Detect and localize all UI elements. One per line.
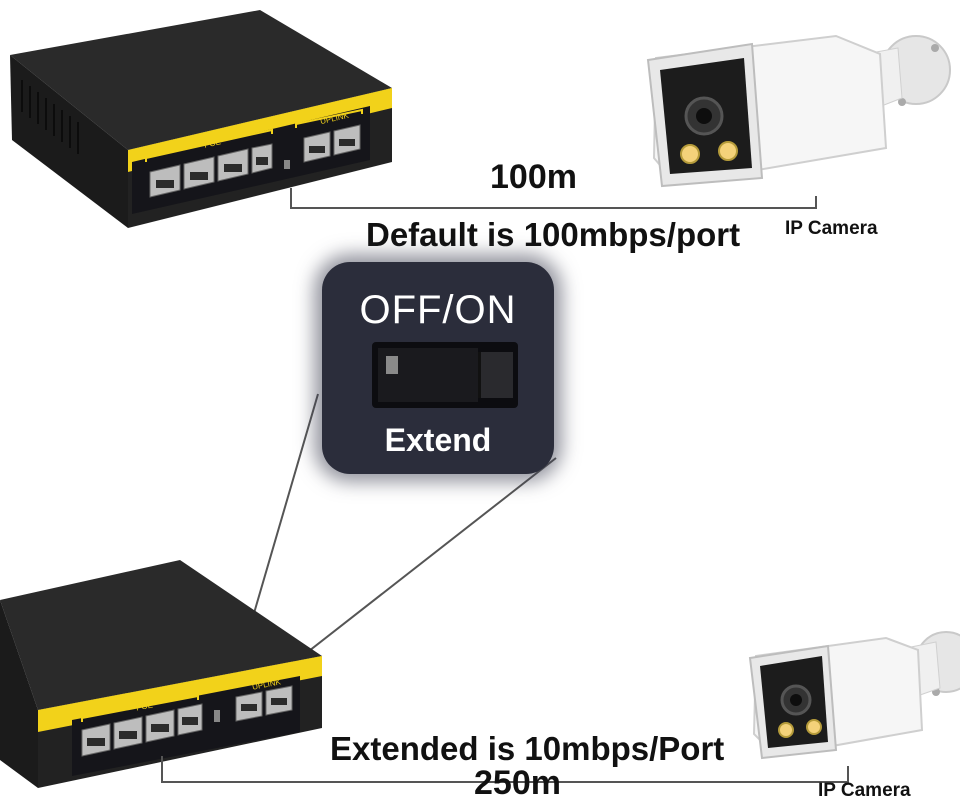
speed-label-top: Default is 100mbps/port [366,216,741,253]
ip-camera-bottom [748,631,960,760]
cable-line-bottom [161,756,849,783]
distance-label-bottom: 250m [474,764,561,802]
camera-label-top: IP Camera [785,218,878,239]
cable-line-top [290,188,817,209]
zoom-title: OFF/ON [359,288,517,332]
camera-label-bottom: IP Camera [818,780,911,801]
extend-dip-switch [372,342,518,408]
ip-camera-top [646,34,951,188]
distance-label-top: 100m [490,158,577,196]
poe-switch-bottom [0,560,322,788]
speed-label-bottom: Extended is 10mbps/Port [330,730,725,767]
dip-switch-zoom: OFF/ON Extend [322,262,554,474]
zoom-extend-label: Extend [384,422,492,458]
poe-switch-top [10,10,392,228]
